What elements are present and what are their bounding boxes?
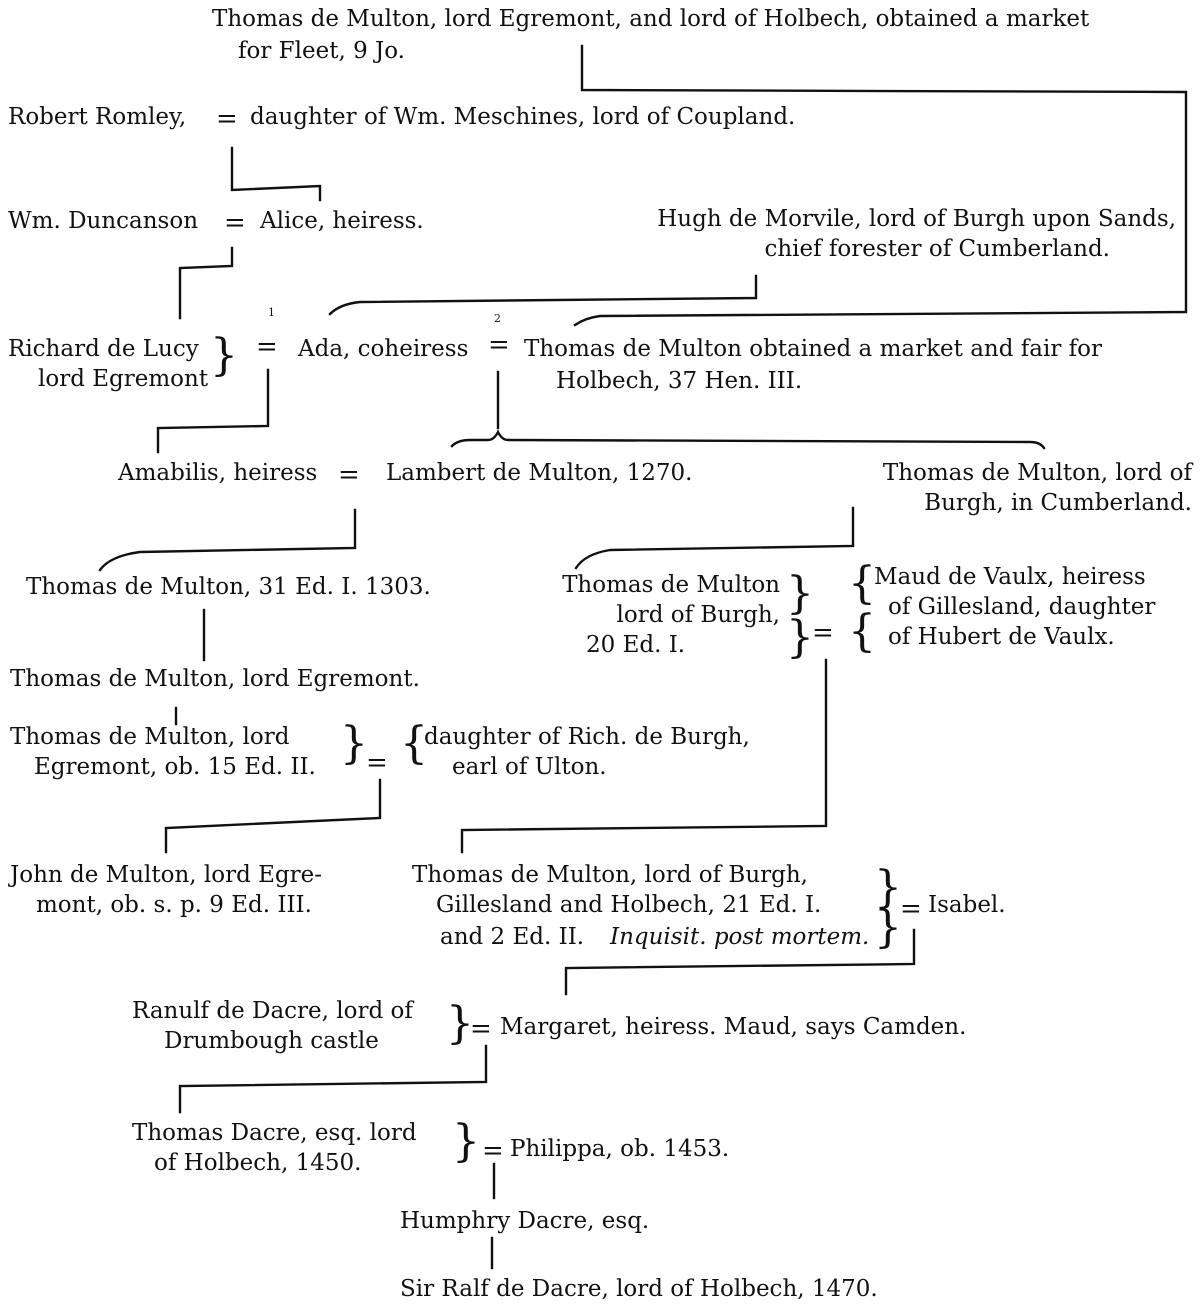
- person-wm-duncanson: Wm. Duncanson: [8, 208, 199, 234]
- person-thomas-holbech-market-line2: Holbech, 37 Hen. III.: [556, 368, 803, 394]
- person-thomas-dacre-line1: Thomas Dacre, esq. lord: [132, 1120, 417, 1146]
- person-thomas-lord-burgh-line1: Thomas de Multon, lord of: [882, 460, 1192, 486]
- person-john-multon-line1: John de Multon, lord Egre-: [10, 862, 323, 888]
- line-ob15-to-john: [164, 778, 382, 854]
- person-thomas-31-ed: Thomas de Multon, 31 Ed. I. 1303.: [26, 574, 431, 600]
- person-ranulf-dacre-line1: Ranulf de Dacre, lord of: [132, 998, 413, 1024]
- person-amabilis: Amabilis, heiress: [118, 460, 318, 486]
- line-morvile-to-ada: [328, 274, 758, 316]
- person-maud-vaulx-line1: Maud de Vaulx, heiress: [874, 564, 1146, 590]
- marriage-symbol: =: [482, 1136, 504, 1166]
- person-thomas-burgh-gillesland-line3: and 2 Ed. II.: [440, 924, 585, 950]
- person-maud-vaulx-line2: of Gillesland, daughter: [888, 594, 1156, 620]
- person-humphry-dacre: Humphry Dacre, esq.: [400, 1208, 650, 1234]
- line-margaret-to-thomas-dacre: [178, 1044, 488, 1114]
- brace-close: }: [210, 330, 238, 381]
- person-thomas-dacre-line2: of Holbech, 1450.: [154, 1150, 362, 1176]
- person-margaret: Margaret, heiress. Maud, says Camden.: [500, 1014, 967, 1040]
- person-ranulf-dacre-line2: Drumbough castle: [164, 1028, 379, 1054]
- marriage-symbol: =: [224, 208, 246, 238]
- person-hugh-morvile-line2: chief forester of Cumberland.: [764, 236, 1110, 262]
- brace-close: }: [446, 998, 474, 1049]
- person-ada: Ada, coheiress: [298, 336, 469, 362]
- person-thomas-holbech-market-line1: Thomas de Multon obtained a market and f…: [524, 336, 1102, 362]
- brace-open: {: [848, 558, 876, 609]
- person-isabel: Isabel.: [928, 892, 1006, 918]
- person-thomas-burgh-gillesland-line2: Gillesland and Holbech, 21 Ed. I.: [436, 892, 822, 918]
- brace-open: {: [400, 718, 428, 769]
- marriage-symbol: =: [216, 104, 238, 134]
- brace-close: }: [874, 862, 902, 913]
- line-lambert-to-thomas31: [98, 508, 357, 572]
- person-daughter-rich-burgh-line2: earl of Ulton.: [452, 754, 607, 780]
- marriage-symbol: =: [366, 748, 388, 778]
- line-children-bracket: [450, 429, 1046, 450]
- person-robert-romley: Robert Romley,: [8, 104, 187, 130]
- brace-close: }: [452, 1116, 480, 1167]
- marriage-symbol: =: [488, 330, 510, 360]
- person-richard-lucy-line2: lord Egremont: [38, 366, 209, 392]
- marriage-order-1: 1: [268, 306, 275, 319]
- person-daughter-rich-burgh-line1: daughter of Rich. de Burgh,: [424, 724, 750, 750]
- person-thomas-lord-egremont: Thomas de Multon, lord Egremont.: [10, 666, 420, 692]
- person-thomas-egremont-ob15-line2: Egremont, ob. 15 Ed. II.: [34, 754, 316, 780]
- brace-open: {: [848, 606, 876, 657]
- line-alice-to-ada: [178, 246, 234, 320]
- marriage-symbol: =: [900, 894, 922, 924]
- brace-close: }: [786, 568, 814, 619]
- line-egremont-to-thomas2: [573, 44, 1188, 327]
- brace-close: }: [786, 612, 814, 663]
- marriage-symbol: =: [812, 618, 834, 648]
- person-john-multon-line2: mont, ob. s. p. 9 Ed. III.: [36, 892, 312, 918]
- line-burgh-to-thomas20: [574, 506, 855, 570]
- person-richard-lucy-line1: Richard de Lucy: [8, 336, 199, 362]
- person-thomas-20-ed-line3: 20 Ed. I.: [586, 632, 686, 658]
- marriage-order-2: 2: [494, 312, 501, 325]
- person-thomas-20-ed-line2: lord of Burgh,: [616, 602, 780, 628]
- person-thomas-20-ed-line1: Thomas de Multon: [562, 572, 780, 598]
- marriage-symbol: =: [470, 1014, 492, 1044]
- person-thomas-burgh-gillesland-line1: Thomas de Multon, lord of Burgh,: [412, 862, 808, 888]
- person-philippa: Philippa, ob. 1453.: [510, 1136, 730, 1162]
- line-romley-to-alice: [230, 146, 322, 202]
- person-thomas-egremont-ob15-line1: Thomas de Multon, lord: [10, 724, 290, 750]
- line-thomas20-to-gillesland: [460, 658, 828, 854]
- marriage-symbol: =: [256, 332, 278, 362]
- person-hugh-morvile-line1: Hugh de Morvile, lord of Burgh upon Sand…: [657, 206, 1176, 232]
- line-lucy-to-amabilis: [156, 368, 270, 454]
- person-alice: Alice, heiress.: [260, 208, 424, 234]
- person-daughter-meschines: daughter of Wm. Meschines, lord of Coupl…: [250, 104, 796, 130]
- person-thomas-egremont-holbech-line2: for Fleet, 9 Jo.: [238, 38, 405, 64]
- marriage-symbol: =: [338, 460, 360, 490]
- line-gillesland-to-margaret: [564, 928, 916, 996]
- person-lambert: Lambert de Multon, 1270.: [386, 460, 693, 486]
- person-maud-vaulx-line3: of Hubert de Vaulx.: [888, 624, 1115, 650]
- inquisit-post-mortem-note: Inquisit. post mortem.: [610, 924, 870, 950]
- brace-close: }: [340, 718, 368, 769]
- person-thomas-lord-burgh-line2: Burgh, in Cumberland.: [924, 490, 1192, 516]
- person-thomas-egremont-holbech-line1: Thomas de Multon, lord Egremont, and lor…: [212, 6, 1090, 32]
- brace-close: }: [874, 902, 902, 953]
- person-sir-ralf-dacre: Sir Ralf de Dacre, lord of Holbech, 1470…: [400, 1276, 878, 1302]
